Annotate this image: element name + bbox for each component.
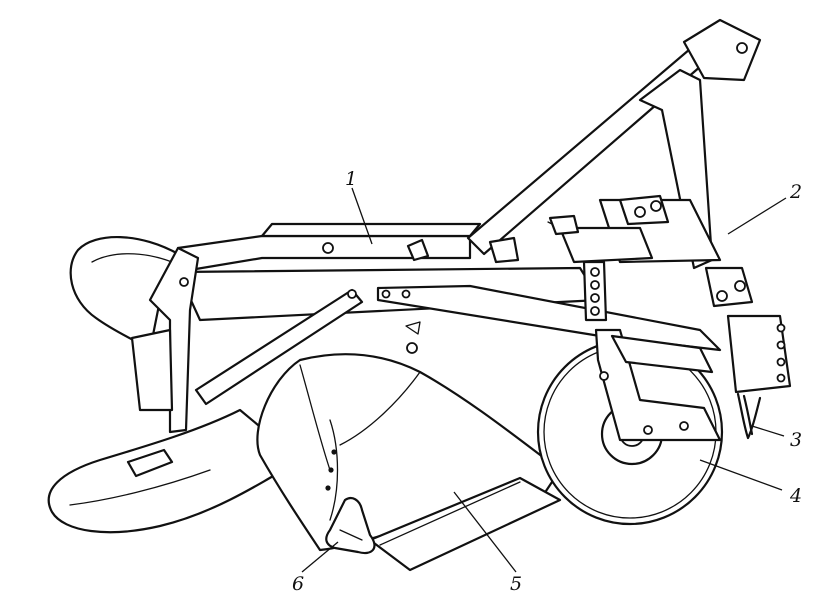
- hitch-headstock: [547, 68, 754, 308]
- callout-2: 2: [789, 181, 802, 203]
- left-frame-stand: [126, 246, 200, 478]
- coulter-beam: [376, 260, 722, 352]
- leader-1: [351, 187, 373, 245]
- callout-6: 6: [292, 573, 304, 595]
- callout-5: 5: [510, 573, 522, 595]
- front-moldboard-wing: [47, 408, 302, 534]
- leader-5: [453, 491, 517, 573]
- landside-shoe: [325, 496, 376, 555]
- leader-3: [751, 425, 785, 437]
- coulter-fork: [594, 328, 722, 442]
- plow-share: [368, 476, 562, 572]
- callouts: 1 2 3 4 5 6: [292, 168, 802, 595]
- body-fasteners: [405, 321, 421, 354]
- leader-6: [301, 541, 339, 573]
- coulter-spring: [736, 392, 762, 440]
- leader-2: [727, 197, 787, 235]
- callout-1: 1: [345, 168, 357, 190]
- main-frame-beam: [176, 222, 602, 322]
- callout-4: 4: [789, 485, 802, 507]
- diagonal-brace-left: [194, 288, 364, 406]
- depth-adjuster-bracket: [726, 314, 792, 394]
- leader-4: [699, 459, 783, 491]
- callout-3: 3: [790, 429, 802, 451]
